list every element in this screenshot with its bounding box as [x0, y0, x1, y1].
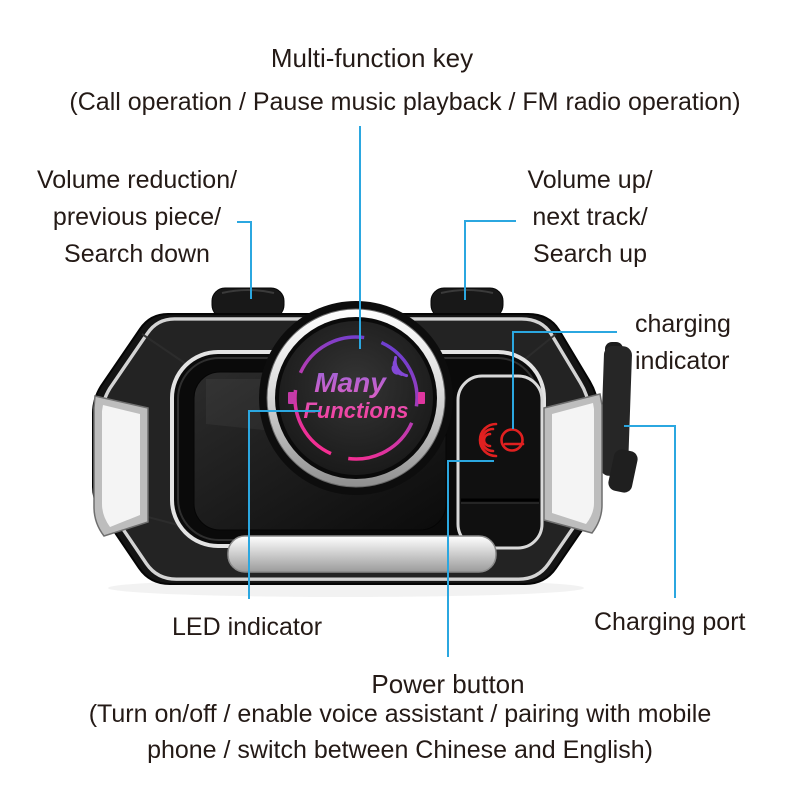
helmet-sound-icon	[478, 422, 525, 458]
brand-text-functions: Functions	[303, 398, 408, 423]
power-button-panel	[456, 374, 544, 550]
led-ring	[293, 335, 419, 461]
right-wing-accent	[543, 393, 603, 534]
callout-line-power-button	[447, 460, 494, 657]
multi-function-key-title: Multi-function key	[270, 43, 474, 73]
led-ring-notch-left	[288, 392, 295, 404]
volume-up-line-3: Search up	[533, 240, 647, 268]
callout-line-led-indicator	[248, 410, 320, 599]
charging-indicator-line-2: indicator	[635, 347, 730, 375]
charging-port-label: Charging port	[594, 608, 746, 636]
power-button-description-line-2: phone / switch between Chinese and Engli…	[147, 736, 653, 764]
callout-line-volume-up	[464, 220, 516, 300]
charging-port-clamp	[600, 342, 638, 493]
volume-down-line-3: Search down	[64, 240, 210, 268]
power-button-description: (Turn on/off / enable voice assistant / …	[0, 696, 800, 768]
volume-down-line-2: previous piece/	[52, 203, 222, 231]
volume-up-line-2: next track/	[532, 203, 648, 231]
signal-waves-icon	[391, 355, 409, 378]
left-wing-accent	[93, 395, 149, 537]
multi-function-key-description: (Call operation / Pause music playback /…	[69, 88, 741, 116]
callout-line-charging-port	[624, 425, 676, 598]
multi-function-button: Many Functions	[259, 301, 453, 495]
volume-down-button	[211, 287, 285, 319]
led-ring-notch-right	[418, 392, 425, 404]
volume-down-label: Volume reduction/ previous piece/ Search…	[18, 162, 256, 273]
callout-line-charging-indicator	[512, 331, 617, 429]
volume-down-line-1: Volume reduction/	[36, 166, 238, 194]
brand-text-many: Many	[314, 367, 387, 398]
charging-indicator-line-1: charging	[635, 310, 731, 338]
volume-up-label: Volume up/ next track/ Search up	[477, 162, 703, 273]
speaker-grille-lip	[227, 535, 497, 573]
power-button-description-line-1: (Turn on/off / enable voice assistant / …	[88, 700, 712, 728]
volume-up-line-1: Volume up/	[527, 166, 653, 194]
charging-indicator-label: charging indicator	[635, 306, 731, 380]
led-indicator-label: LED indicator	[172, 613, 323, 641]
power-button-label: Power button	[371, 669, 525, 699]
callout-line-volume-down	[237, 221, 252, 299]
